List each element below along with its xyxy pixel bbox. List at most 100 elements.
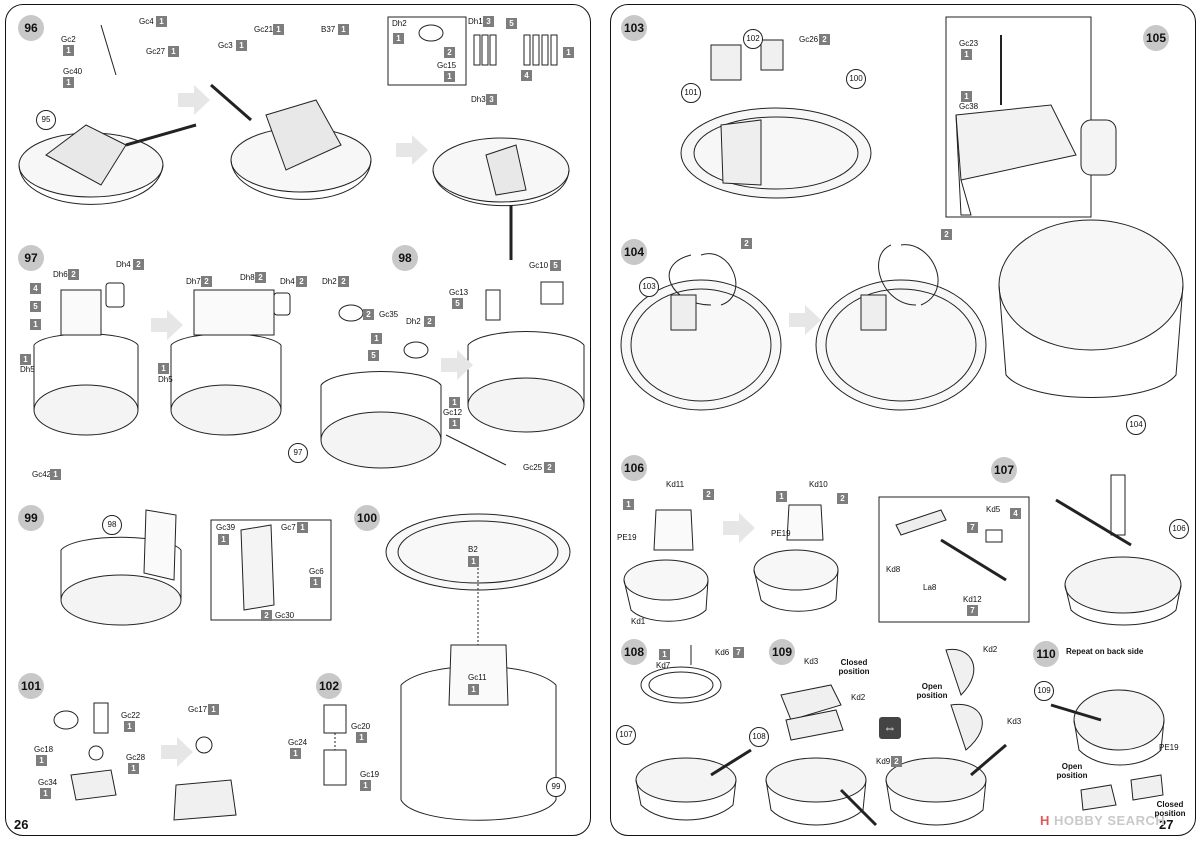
quantity-badge: 1 xyxy=(63,45,74,56)
reference-marker: 102 xyxy=(743,29,763,49)
quantity-badge: 3 xyxy=(486,94,497,105)
quantity-badge: 1 xyxy=(310,577,321,588)
quantity-badge: 2 xyxy=(891,756,902,767)
quantity-badge: 1 xyxy=(218,534,229,545)
part-label: La8 xyxy=(923,583,937,592)
page-number: 26 xyxy=(14,817,29,832)
part-label: Kd3 xyxy=(804,657,819,666)
turret-basket-103 xyxy=(680,39,872,199)
reference-marker: 100 xyxy=(846,69,866,89)
open-position-label: Open position xyxy=(916,682,948,700)
quantity-badge: 1 xyxy=(468,684,479,695)
part-label: Gc25 xyxy=(523,463,543,472)
quantity-badge: 5 xyxy=(368,350,379,361)
reference-marker: 98 xyxy=(102,515,122,535)
quantity-badge: 2 xyxy=(837,493,848,504)
quantity-badge: 1 xyxy=(158,363,169,374)
part-label: Gc24 xyxy=(288,738,308,747)
part-label: Gc38 xyxy=(959,102,979,111)
machine-gun-107 xyxy=(878,474,1182,626)
part-label: Gc40 xyxy=(63,67,83,76)
open-position-label: Open position xyxy=(1056,762,1088,780)
part-label: Gc17 xyxy=(188,705,208,714)
step-number: 107 xyxy=(991,457,1017,483)
part-label: Gc26 xyxy=(799,35,819,44)
quantity-badge: 2 xyxy=(941,229,952,240)
part-label: Gc10 xyxy=(529,261,549,270)
part-label: Dh4 xyxy=(280,277,295,286)
step-number: 108 xyxy=(621,639,647,665)
part-label: Gc19 xyxy=(360,770,380,779)
part-label: Kd3 xyxy=(1007,717,1022,726)
quantity-badge: 2 xyxy=(819,34,830,45)
turret-assembly-96a xyxy=(18,24,197,205)
quantity-badge: 2 xyxy=(255,272,266,283)
right-page-drawings xyxy=(620,16,1184,827)
quantity-badge: 1 xyxy=(338,24,349,35)
quantity-badge: 5 xyxy=(452,298,463,309)
quantity-badge: 2 xyxy=(703,489,714,500)
step-number: 102 xyxy=(316,673,342,699)
reference-marker: 108 xyxy=(749,727,769,747)
part-label: Kd6 xyxy=(715,648,730,657)
part-label: B37 xyxy=(321,25,336,34)
quantity-badge: 3 xyxy=(483,16,494,27)
quantity-badge: 2 xyxy=(363,309,374,320)
cupola-109b xyxy=(885,648,1007,826)
quantity-badge: 1 xyxy=(236,40,247,51)
quantity-badge: 2 xyxy=(68,269,79,280)
step-number: 98 xyxy=(392,245,418,271)
quantity-badge: 1 xyxy=(360,780,371,791)
left-page-drawings xyxy=(18,16,585,821)
step-number: 96 xyxy=(18,15,44,41)
quantity-badge: 1 xyxy=(168,46,179,57)
reference-marker: 101 xyxy=(681,83,701,103)
closed-position-label: Closed position xyxy=(838,658,870,676)
step-number: 110 xyxy=(1033,641,1059,667)
part-label: PE19 xyxy=(1159,743,1179,752)
quantity-badge: 4 xyxy=(30,283,41,294)
part-label: Dh2 xyxy=(406,317,421,326)
part-label: Gc23 xyxy=(959,39,979,48)
part-label: PE19 xyxy=(771,529,791,538)
quantity-badge: 4 xyxy=(1010,508,1021,519)
ammo-rack-99 xyxy=(60,509,332,626)
quantity-badge: 1 xyxy=(30,319,41,330)
part-label: Kd8 xyxy=(886,565,901,574)
part-label: Gc39 xyxy=(216,523,236,532)
reference-marker: 104 xyxy=(1126,415,1146,435)
part-label: Kd10 xyxy=(809,480,828,489)
part-label: Dh3 xyxy=(471,95,486,104)
flip-icon: ⇔ xyxy=(879,717,901,739)
step-number: 103 xyxy=(621,15,647,41)
turret-basket-104b xyxy=(815,244,987,411)
reference-marker: 95 xyxy=(36,110,56,130)
part-label: Kd2 xyxy=(851,693,866,702)
part-label: Dh5 xyxy=(20,365,35,374)
part-label: Gc18 xyxy=(34,745,54,754)
part-label: Gc28 xyxy=(126,753,146,762)
step-number: 100 xyxy=(354,505,380,531)
part-label: Dh5 xyxy=(158,375,173,384)
part-label: Kd2 xyxy=(983,645,998,654)
ammo-rack-97a xyxy=(33,282,139,436)
quantity-badge: 1 xyxy=(659,649,670,660)
subassembly-101 xyxy=(53,702,237,821)
quantity-badge: 2 xyxy=(296,276,307,287)
page-27: 103 104 105 106 107 108 109 110 101 102 … xyxy=(610,4,1196,836)
part-label: Gc20 xyxy=(351,722,371,731)
part-label: Dh6 xyxy=(53,270,68,279)
part-label: Gc35 xyxy=(379,310,399,319)
quantity-badge: 7 xyxy=(967,522,978,533)
quantity-badge: 1 xyxy=(356,732,367,743)
part-label: Gc12 xyxy=(443,408,463,417)
step-number: 105 xyxy=(1143,25,1169,51)
quantity-badge: 1 xyxy=(623,499,634,510)
part-label: Dh4 xyxy=(116,260,131,269)
step-number: 104 xyxy=(621,239,647,265)
part-label: B2 xyxy=(468,545,478,554)
quantity-badge: 1 xyxy=(297,522,308,533)
part-label: Dh1 xyxy=(468,17,483,26)
quantity-badge: 1 xyxy=(449,397,460,408)
